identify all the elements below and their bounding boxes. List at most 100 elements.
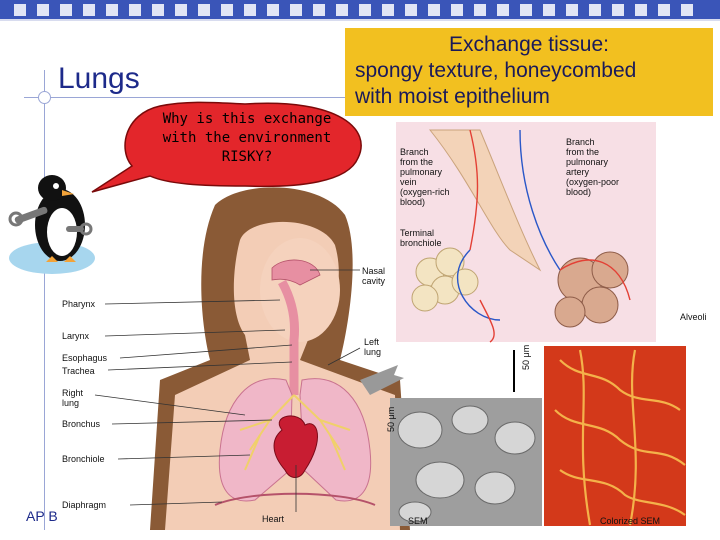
label-line: Left [364,337,380,347]
label-right-lung: Right lung [62,388,83,408]
bar-square [175,4,187,16]
footer-text: AP B [26,508,58,524]
bar-square [290,4,302,16]
label-line: (oxygen-poor [566,177,620,187]
guide-line-horizontal [24,97,354,98]
label-bronchus: Bronchus [62,419,101,429]
bar-square [244,4,256,16]
bar-square [14,4,26,16]
bar-square [359,4,371,16]
bar-square [37,4,49,16]
speech-bubble [91,101,362,193]
bar-square [382,4,394,16]
exchange-line: spongy texture, honeycombed [355,59,637,82]
penguin-mascot-icon [8,175,95,274]
bar-square [681,4,693,16]
bronchiole-branch [428,129,542,272]
slide-title: Lungs [58,62,140,95]
nasal-cavity [271,259,321,286]
alveolar-sacs [411,247,629,328]
bar-square [520,4,532,16]
label-colorized-sem: Colorized SEM [600,516,661,526]
bar-square [497,4,509,16]
inset-arrow [360,365,404,395]
bar-underline [0,19,720,21]
label-scale-2: 50 μm [386,406,396,432]
label-line: bronchiole [400,238,442,248]
label-line: Terminal [400,228,435,238]
bubble-line: RISKY? [221,149,273,165]
bar-square [129,4,141,16]
label-line: cavity [362,276,386,286]
label-line: from the [566,147,600,157]
label-diaphragm: Diaphragm [62,500,107,510]
heart-shape [273,415,319,478]
top-bar [0,0,720,21]
bar-square [612,4,624,16]
bar-square [221,4,233,16]
left-lung [299,378,372,502]
bar-square [83,4,95,16]
label-trachea: Trachea [62,366,95,376]
guide-circle [38,91,51,104]
colorized-sem-texture [554,349,686,526]
label-line: Branch [566,137,595,147]
capillary-vessels [457,129,631,343]
bar-square [543,4,555,16]
bar-square [60,4,72,16]
bar-square [313,4,325,16]
bar-square [267,4,279,16]
label-sem: SEM [408,516,428,526]
bar-square [566,4,578,16]
bar-square [405,4,417,16]
bar-square [589,4,601,16]
bar-square [658,4,670,16]
label-pulmonary-artery: Branch from the pulmonary artery (oxygen… [566,137,619,197]
label-pulmonary-vein: Branch from the pulmonary vein (oxygen-r… [400,147,450,207]
label-pharynx: Pharynx [62,299,96,309]
bubble-line: Why is this exchange [162,111,332,127]
label-line: lung [364,347,382,357]
label-bronchiole: Bronchiole [62,454,105,464]
label-line: Branch [400,147,429,157]
label-nasal-cavity: Nasal cavity [362,266,385,286]
label-scale-1: 50 μm [521,344,531,370]
label-line: blood) [566,187,592,197]
bubble-question: Why is this exchange with the environmen… [142,110,352,167]
exchange-tissue-box: Exchange tissue: spongy texture, honeyco… [345,28,713,116]
label-larynx: Larynx [62,331,90,341]
bar-square [198,4,210,16]
bar-square [106,4,118,16]
exchange-line: with moist epithelium [355,85,550,108]
label-line: blood) [400,197,426,207]
bar-square [152,4,164,16]
bar-square [635,4,647,16]
guide-line-vertical [44,70,45,530]
diaphragm [214,492,376,506]
bar-square [451,4,463,16]
leader-lines [94,269,361,512]
label-terminal-bronchiole: Terminal bronchiole [400,228,442,248]
bar-square [336,4,348,16]
airway [278,279,299,395]
label-alveoli: Alveoli [680,312,707,322]
exchange-heading: Exchange tissue: [449,33,609,56]
label-heart: Heart [262,514,285,524]
label-line: pulmonary [566,157,609,167]
label-line: Right [62,388,84,398]
label-line: (oxygen-rich [400,187,450,197]
label-line: artery [566,167,590,177]
label-line: pulmonary [400,167,443,177]
bronchial-tree [239,394,351,471]
bar-square [474,4,486,16]
label-line: lung [62,398,80,408]
bar-square [428,4,440,16]
label-line: vein [400,177,417,187]
label-line: from the [400,157,434,167]
label-left-lung: Left lung [364,337,381,357]
label-line: Nasal [362,266,386,276]
sem-texture [397,405,536,523]
bubble-line: with the environment [162,130,332,146]
